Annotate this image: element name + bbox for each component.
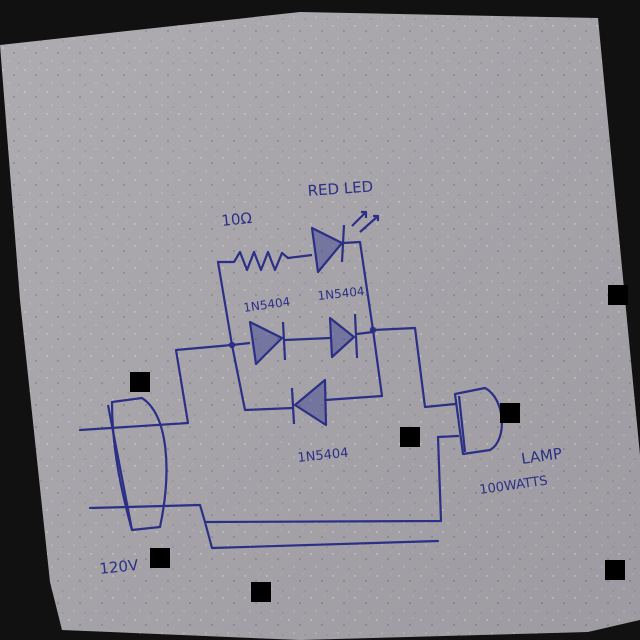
wire-led-right bbox=[341, 240, 375, 332]
label-diode-bottom: 1N5404 bbox=[297, 446, 349, 466]
occlusion-markers bbox=[130, 285, 628, 602]
label-lamp-title: LAMP bbox=[520, 444, 563, 468]
marker-square bbox=[130, 372, 150, 392]
circuit-wiring bbox=[78, 240, 460, 550]
label-diode-top-left: 1N5404 bbox=[242, 295, 291, 315]
paper-speckle bbox=[0, 12, 640, 640]
generator-symbol bbox=[106, 396, 168, 532]
diode-top-right-symbol bbox=[328, 313, 374, 359]
label-resistor: 10Ω bbox=[221, 209, 253, 230]
label-red-led: RED LED bbox=[307, 177, 374, 200]
marker-square bbox=[500, 403, 520, 423]
labels: RED LED 10Ω 1N5404 1N5404 1N5404 120V LA… bbox=[99, 177, 564, 578]
marker-square bbox=[150, 548, 170, 568]
marker-square bbox=[605, 560, 625, 580]
resistor-symbol bbox=[233, 250, 313, 272]
diode-bottom-symbol bbox=[290, 378, 328, 427]
wire-to-lamp bbox=[371, 326, 457, 409]
wire-bottom-branch bbox=[230, 328, 384, 412]
junction-dots bbox=[228, 326, 377, 349]
wire-gen-top bbox=[78, 343, 234, 432]
marker-square bbox=[251, 582, 271, 602]
label-generator: 120V bbox=[99, 556, 140, 578]
wire-lamp-return bbox=[203, 434, 460, 550]
wire-resistor-left bbox=[216, 260, 236, 347]
marker-square bbox=[608, 285, 628, 305]
label-diode-top-right: 1N5404 bbox=[317, 284, 365, 303]
led-symbol bbox=[310, 210, 380, 274]
marker-square bbox=[400, 427, 420, 447]
